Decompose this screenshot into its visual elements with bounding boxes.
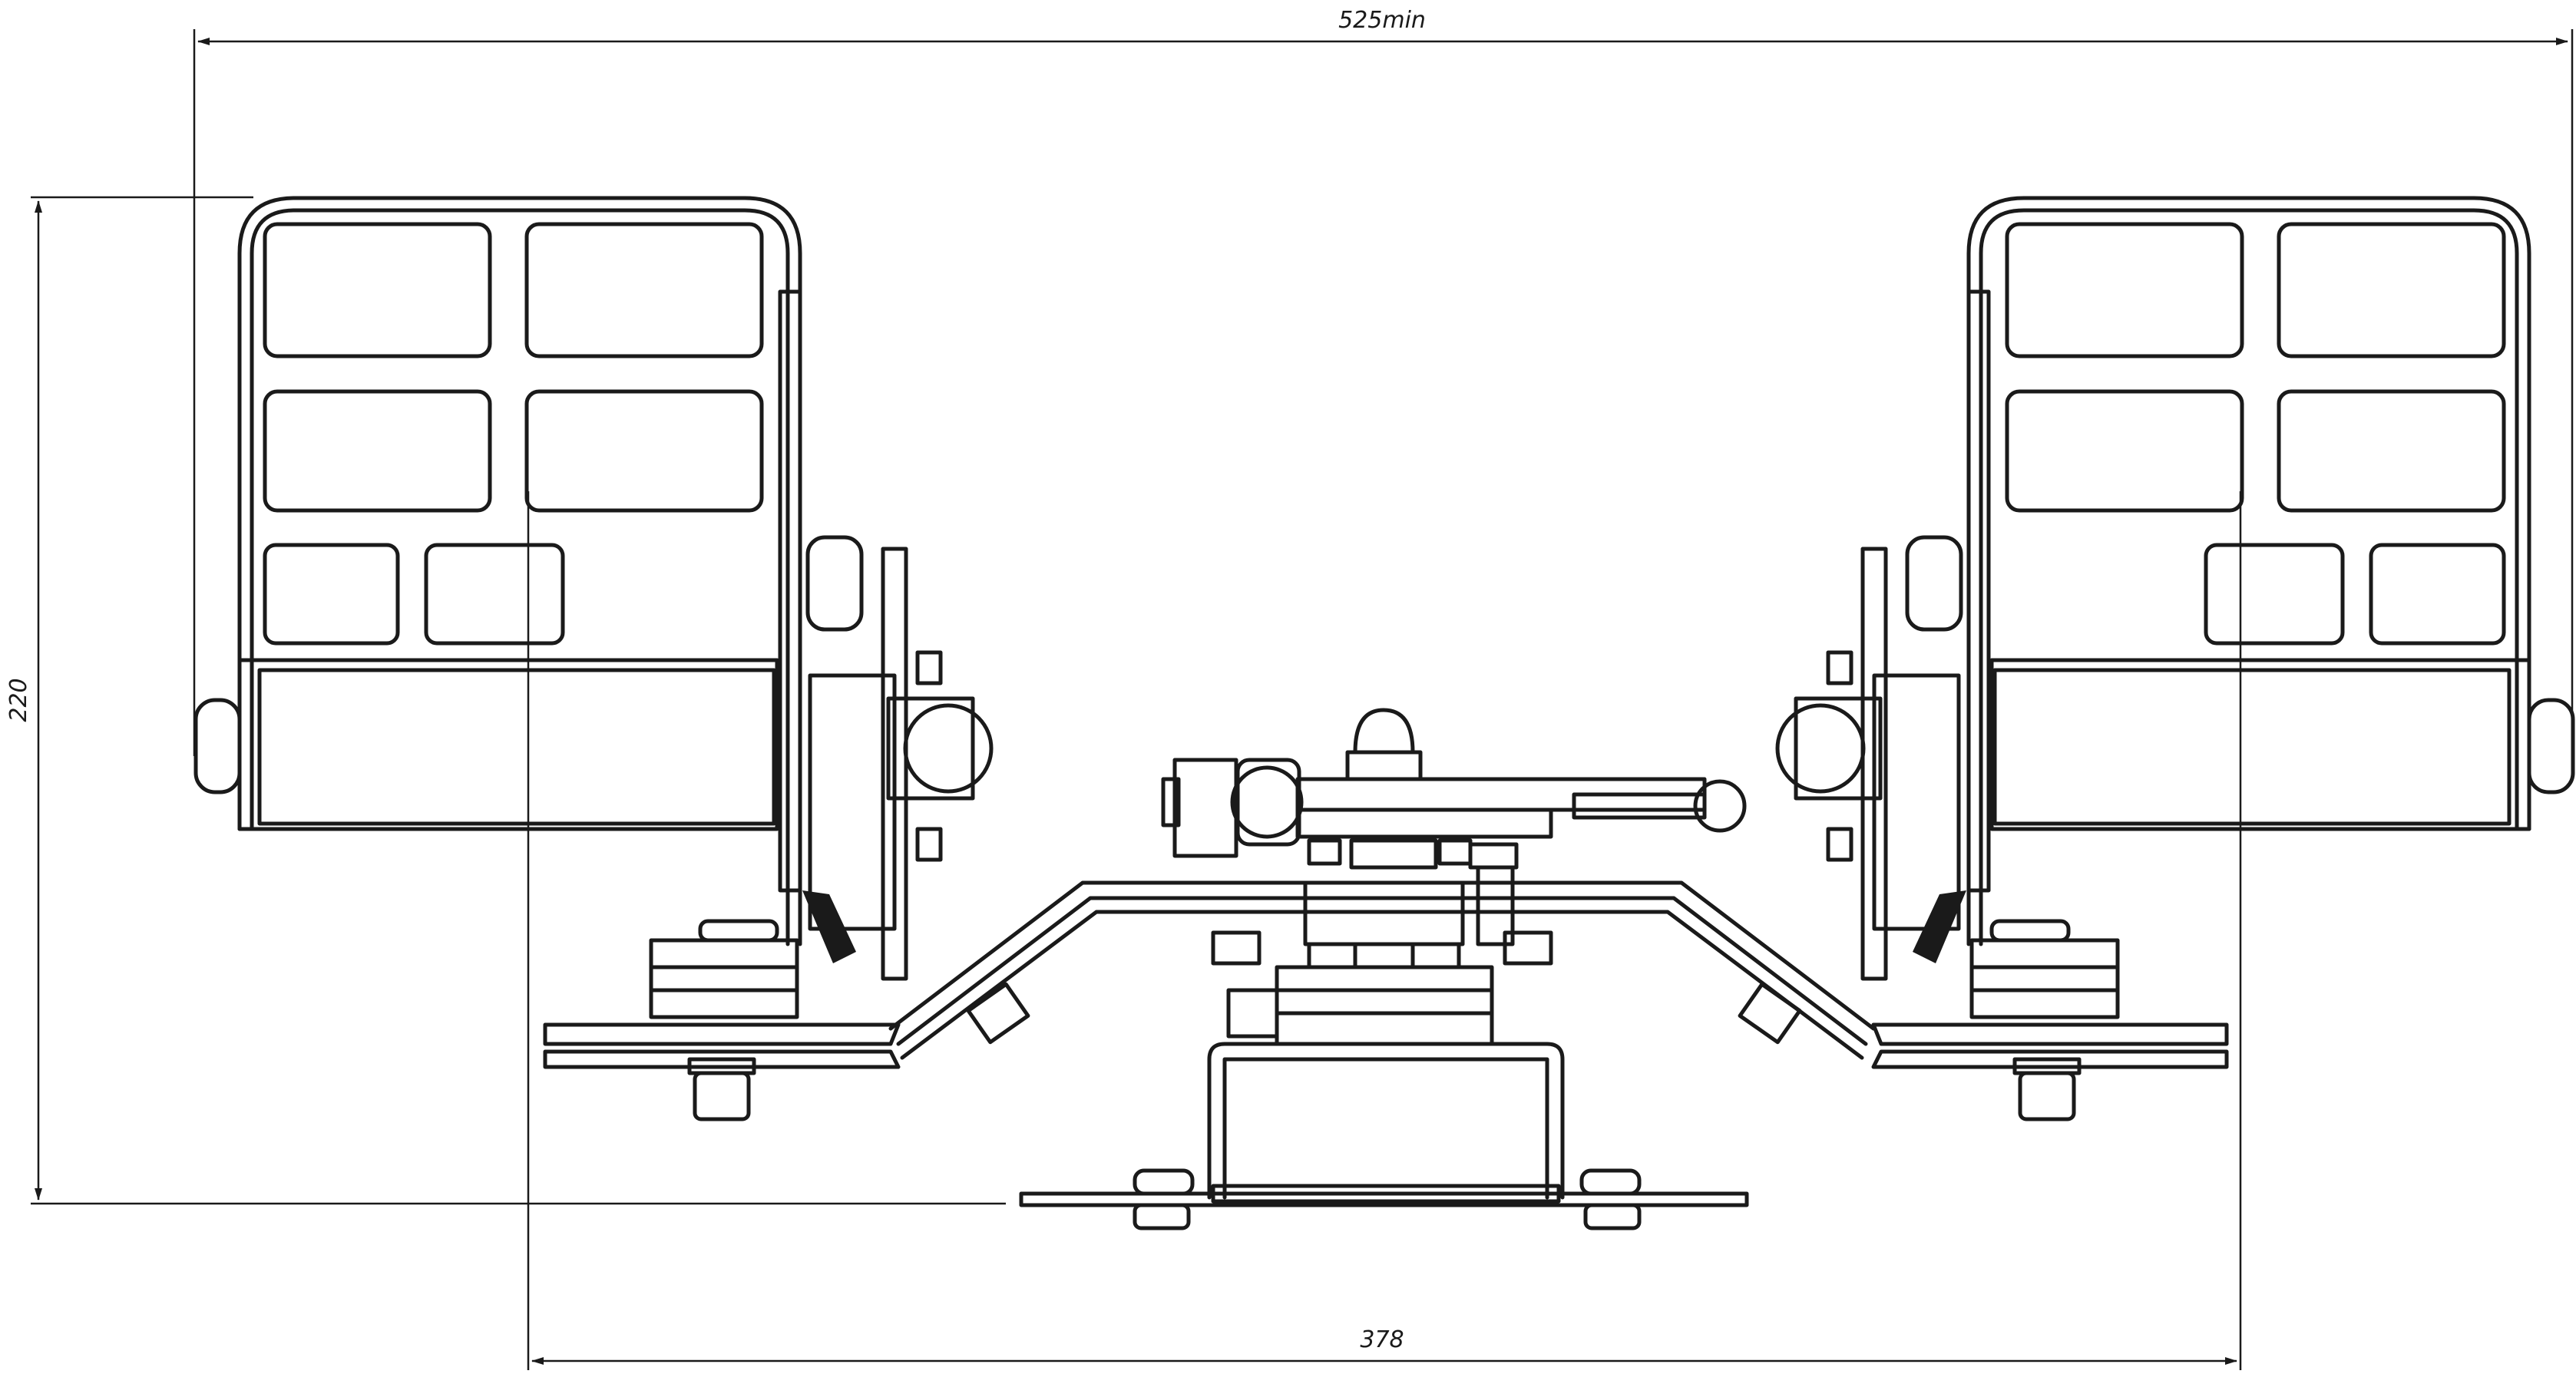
dimension-overall-width: 525min [193, 7, 2574, 756]
dimension-overall-width-label: 525min [1338, 7, 1426, 34]
dimension-base-width-label: 378 [1360, 1326, 1404, 1353]
center-pivot [966, 708, 1802, 1230]
base-frame [543, 880, 2229, 1069]
dimension-base-width: 378 [527, 491, 2242, 1370]
dimension-overall-height: 220 [5, 196, 1006, 1205]
left-pedal [193, 196, 994, 1121]
right-pedal [1775, 196, 2575, 1121]
dimension-overall-height-label: 220 [5, 678, 32, 722]
